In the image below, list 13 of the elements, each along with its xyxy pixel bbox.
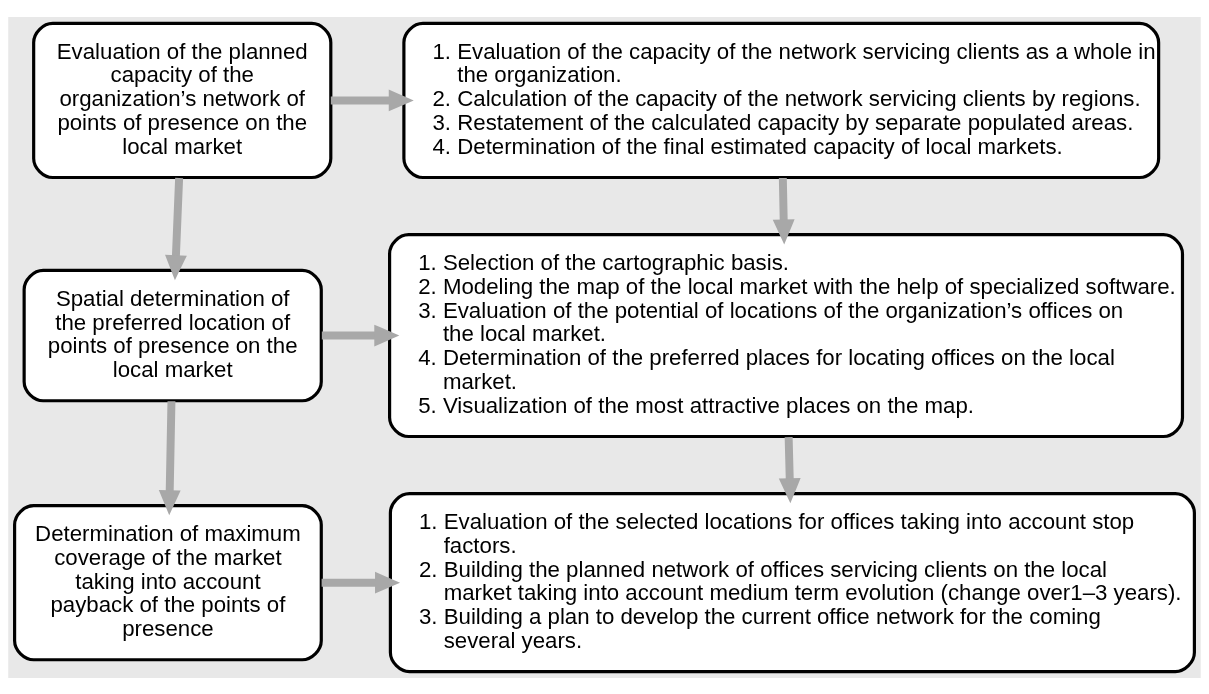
arrow	[778, 436, 801, 503]
arrow	[158, 400, 181, 515]
node-box: Spatial determination of the preferred location of points of presence on the local market	[22, 268, 323, 402]
arrow	[321, 571, 401, 594]
node-box: Determination of maximum coverage of the market taking into account payback of the points of presence	[13, 503, 323, 661]
arrow	[772, 177, 795, 245]
node-box: 1. Evaluation of the capacity of the network servicing clients as a whole in the organization. 2. Calculation of the capacity of the network servicing clients by regions. 3. Restatement of the calculated capacity by separate populated areas. 4. Determination of the final estimated capacity of local markets.	[402, 21, 1161, 179]
arrow	[165, 177, 187, 280]
arrow	[330, 89, 414, 111]
node-box: Evaluation of the planned capacity of the organization’s network of points of presence on the local market	[32, 21, 333, 179]
arrow	[321, 324, 400, 347]
node-box: 1. Selection of the cartographic basis. 2. Modeling the map of the local market with the help of specialized software. 3. Evaluation of the potential of locations of the organization’s offices on the local market. 4. Determination of the preferred places for locating offices on the local market. 5. Visualization of the most attractive places on the map.	[388, 232, 1185, 438]
node-box: 1. Evaluation of the selected locations for offices taking into account stop factors. 2. Building the planned network of offices servicing clients on the local market taking into account medium term evolution (change over1–3 years). 3. Building a plan to develop the current office network for the coming several years.	[388, 491, 1196, 673]
